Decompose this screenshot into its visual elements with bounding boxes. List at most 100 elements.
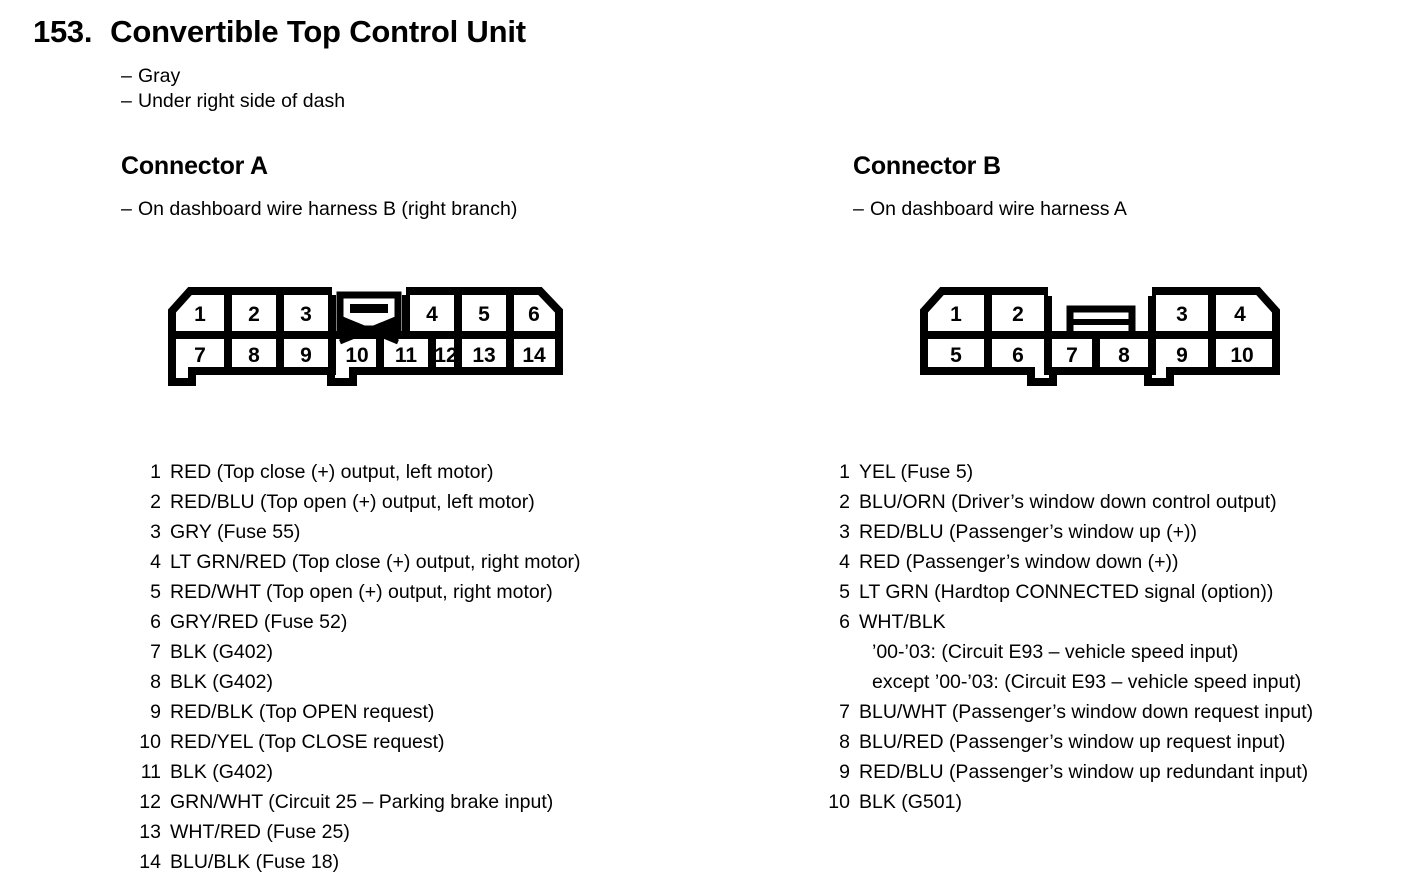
pin-number-cell: 3 [300, 303, 312, 326]
connector-a-heading: Connector A [121, 152, 268, 180]
pin-description: BLU/RED (Passenger’s window up request i… [859, 731, 1286, 753]
pin-number: 7 [839, 701, 850, 723]
connector-b-heading: Connector B [853, 152, 1001, 180]
pin-number: 3 [150, 521, 161, 543]
pin-number-cell: 8 [248, 344, 260, 367]
pin-number: 2 [839, 491, 850, 513]
pin-number: 1 [839, 461, 850, 483]
pin-description: BLK (G402) [170, 671, 273, 693]
pin-description: BLU/BLK (Fuse 18) [170, 851, 340, 873]
connector-b-diagram: 1 2 3 4 5 6 7 8 9 10 [920, 285, 1290, 395]
pin-number-cell: 5 [478, 303, 490, 326]
pin-number-cell: 9 [300, 344, 312, 367]
pin-number: 3 [839, 521, 850, 543]
pin-description: GRN/WHT (Circuit 25 – Parking brake inpu… [170, 791, 554, 813]
pin-description: RED (Top close (+) output, left motor) [170, 461, 494, 483]
pin-number-cell: 6 [1012, 344, 1024, 367]
pin-description: GRY/RED (Fuse 52) [170, 611, 348, 633]
pin-row: 5 LT GRN (Hardtop CONNECTED signal (optio… [822, 577, 1313, 607]
connector-b-latch-icon [1066, 305, 1136, 339]
pin-description-subline: ’00-’03: (Circuit E93 – vehicle speed in… [872, 641, 1239, 663]
pin-number-cell: 11 [395, 344, 418, 367]
pin-description-subline: except ’00-’03: (Circuit E93 – vehicle s… [872, 671, 1302, 693]
attribute-text: Under right side of dash [138, 90, 346, 112]
dash-bullet-icon: – [853, 198, 864, 220]
pin-number: 5 [839, 581, 850, 603]
pin-description: BLK (G402) [170, 641, 273, 663]
pin-row: 9 RED/BLK (Top OPEN request) [133, 697, 581, 727]
page-heading: 153. Convertible Top Control Unit [33, 14, 526, 50]
dash-bullet-icon: – [121, 198, 132, 220]
unit-attributes: –Gray –Under right side of dash [121, 64, 345, 114]
pin-description: BLK (G402) [170, 761, 273, 783]
pin-number-cell: 2 [1012, 303, 1024, 326]
pin-description: RED (Passenger’s window down (+)) [859, 551, 1179, 573]
page-title: Convertible Top Control Unit [110, 14, 526, 49]
pin-number: 4 [839, 551, 850, 573]
pin-row: 14 BLU/BLK (Fuse 18) [133, 847, 581, 877]
pin-number: 1 [150, 461, 161, 483]
pin-number: 9 [839, 761, 850, 783]
connector-b-subtitle-text: On dashboard wire harness A [870, 198, 1127, 220]
pin-number: 5 [150, 581, 161, 603]
pin-number-cell: 13 [472, 344, 495, 367]
pin-description: BLU/WHT (Passenger’s window down request… [859, 701, 1314, 723]
pin-number-cell: 9 [1176, 344, 1188, 367]
connector-a-diagram: 1 2 3 4 5 6 7 8 9 10 11 12 13 14 [168, 285, 573, 395]
pin-row: 1 RED (Top close (+) output, left motor) [133, 457, 581, 487]
pin-row: 12 GRN/WHT (Circuit 25 – Parking brake in… [133, 787, 581, 817]
pin-number: 2 [150, 491, 161, 513]
pin-description: WHT/RED (Fuse 25) [170, 821, 350, 843]
connector-a-pin-list: 1 RED (Top close (+) output, left motor) 2… [133, 457, 581, 877]
pin-number-cell: 1 [194, 303, 206, 326]
attribute-text: Gray [138, 65, 181, 87]
pin-row: 4 LT GRN/RED (Top close (+) output, right… [133, 547, 581, 577]
pin-number-cell: 1 [950, 303, 962, 326]
pin-number-cell: 10 [1230, 344, 1253, 367]
pin-row: 4 RED (Passenger’s window down (+)) [822, 547, 1313, 577]
pin-number-cell: 4 [1234, 303, 1246, 326]
pin-number-cell: 3 [1176, 303, 1188, 326]
pin-number-cell: 6 [528, 303, 540, 326]
pin-number: 12 [139, 791, 161, 813]
pin-row: 1 YEL (Fuse 5) [822, 457, 1313, 487]
pin-row: 6 GRY/RED (Fuse 52) [133, 607, 581, 637]
pin-number: 14 [139, 851, 161, 873]
pin-number-cell: 14 [522, 344, 546, 367]
attribute-line: –Gray [121, 64, 345, 89]
pin-number-cell: 4 [426, 303, 438, 326]
pin-number: 8 [839, 731, 850, 753]
pin-description: LT GRN (Hardtop CONNECTED signal (option… [859, 581, 1274, 603]
pin-number-cell: 7 [1066, 344, 1078, 367]
pin-number: 9 [150, 701, 161, 723]
pin-number-cell: 10 [345, 344, 368, 367]
connector-a-subtitle: –On dashboard wire harness B (right bran… [121, 198, 517, 221]
connector-a-subtitle-text: On dashboard wire harness B (right branc… [138, 198, 518, 220]
pin-description: RED/YEL (Top CLOSE request) [170, 731, 445, 753]
pin-row: 13 WHT/RED (Fuse 25) [133, 817, 581, 847]
dash-bullet-icon: – [121, 90, 132, 112]
pin-number: 11 [140, 761, 161, 783]
pin-row: 8 BLU/RED (Passenger’s window up request … [822, 727, 1313, 757]
pin-description: RED/BLU (Passenger’s window up (+)) [859, 521, 1197, 543]
pin-row: 3 RED/BLU (Passenger’s window up (+)) [822, 517, 1313, 547]
pin-description: RED/BLK (Top OPEN request) [170, 701, 435, 723]
pin-number-cell: 8 [1118, 344, 1130, 367]
page-number: 153. [33, 14, 93, 49]
pin-number: 4 [150, 551, 161, 573]
pin-number: 13 [139, 821, 161, 843]
pin-description: YEL (Fuse 5) [859, 461, 974, 483]
pin-number: 6 [839, 611, 850, 633]
connector-b-subtitle: –On dashboard wire harness A [853, 198, 1127, 221]
pin-description: LT GRN/RED (Top close (+) output, right … [170, 551, 581, 573]
pin-number: 6 [150, 611, 161, 633]
pin-number: 10 [828, 791, 850, 813]
